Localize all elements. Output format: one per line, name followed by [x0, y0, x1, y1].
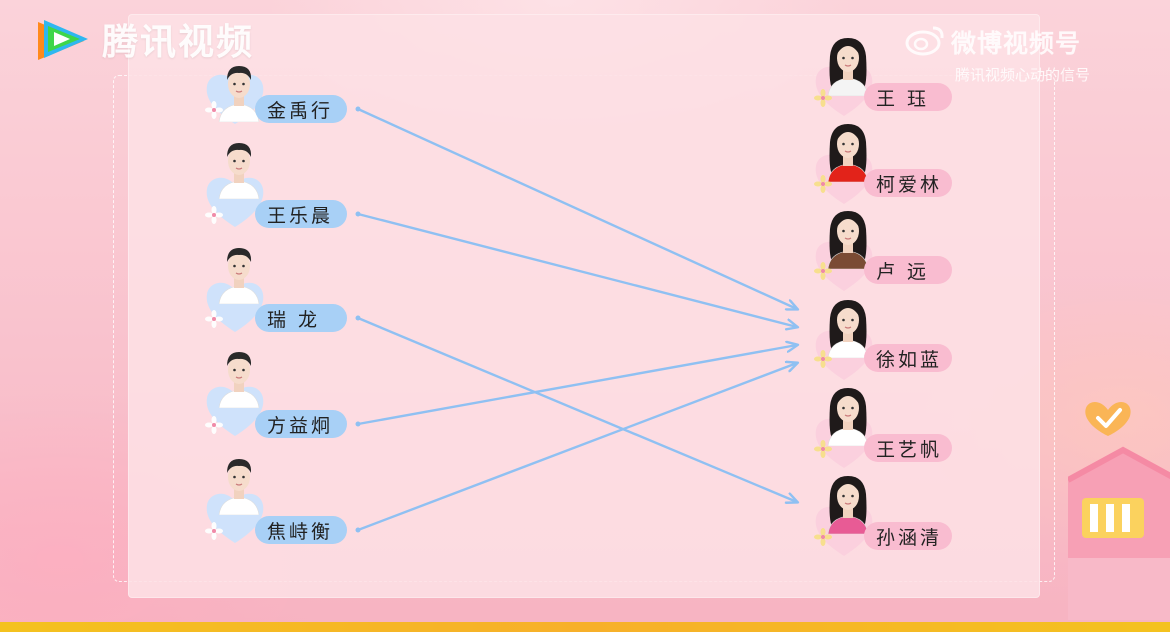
- arrow-m5-to-f4: [356, 363, 797, 532]
- avatar: [824, 384, 872, 446]
- flower-icon: [814, 89, 832, 111]
- avatar: [824, 34, 872, 96]
- flower-icon: [205, 416, 223, 438]
- watermark-subtitle: 腾讯视频心动的信号: [955, 66, 1091, 84]
- person-name: 王乐晨: [255, 200, 347, 228]
- bottom-strip: [0, 622, 1170, 632]
- avatar: [215, 242, 263, 304]
- avatar: [824, 120, 872, 182]
- watermark-title: 微博视频号: [951, 29, 1082, 58]
- person-name: 焦峙衡: [255, 516, 347, 544]
- arrow-m4-to-f4: [356, 345, 797, 426]
- weibo-icon: [905, 24, 945, 60]
- flower-icon: [205, 101, 223, 123]
- avatar: [215, 60, 263, 122]
- avatar: [215, 137, 263, 199]
- flower-icon: [205, 206, 223, 228]
- person-name: 王 珏: [864, 83, 952, 111]
- arrow-m1-to-f4: [356, 107, 797, 309]
- flower-icon: [814, 440, 832, 462]
- person-name: 卢 远: [864, 256, 952, 284]
- person-name: 柯爱林: [864, 169, 952, 197]
- app-logo: 腾讯视频: [34, 13, 254, 65]
- flower-icon: [814, 350, 832, 372]
- arrow-start-dot: [355, 527, 361, 533]
- arrow-m2-to-f4: [356, 212, 797, 327]
- person-name: 孙涵清: [864, 522, 952, 550]
- flower-icon: [814, 262, 832, 284]
- arrow-m3-to-f6: [356, 316, 797, 502]
- house-icon: [1066, 390, 1170, 622]
- avatar: [215, 346, 263, 408]
- avatar: [824, 207, 872, 269]
- arrow-start-dot: [355, 315, 361, 321]
- avatar: [215, 453, 263, 515]
- arrow-start-dot: [355, 421, 361, 427]
- avatar: [824, 296, 872, 358]
- play-logo-icon: [34, 14, 92, 64]
- person-name: 王艺帆: [864, 434, 952, 462]
- flower-icon: [814, 528, 832, 550]
- app-title: 腾讯视频: [102, 22, 255, 63]
- person-name: 方益炯: [255, 410, 347, 438]
- arrow-start-dot: [355, 106, 361, 112]
- flower-icon: [814, 175, 832, 197]
- person-name: 瑞 龙: [255, 304, 347, 332]
- person-name: 金禹行: [255, 95, 347, 123]
- flower-icon: [205, 522, 223, 544]
- arrow-start-dot: [355, 211, 361, 217]
- avatar: [824, 472, 872, 534]
- watermark: 微博视频号 腾讯视频心动的信号: [905, 24, 1090, 85]
- person-name: 徐如蓝: [864, 344, 952, 372]
- flower-icon: [205, 310, 223, 332]
